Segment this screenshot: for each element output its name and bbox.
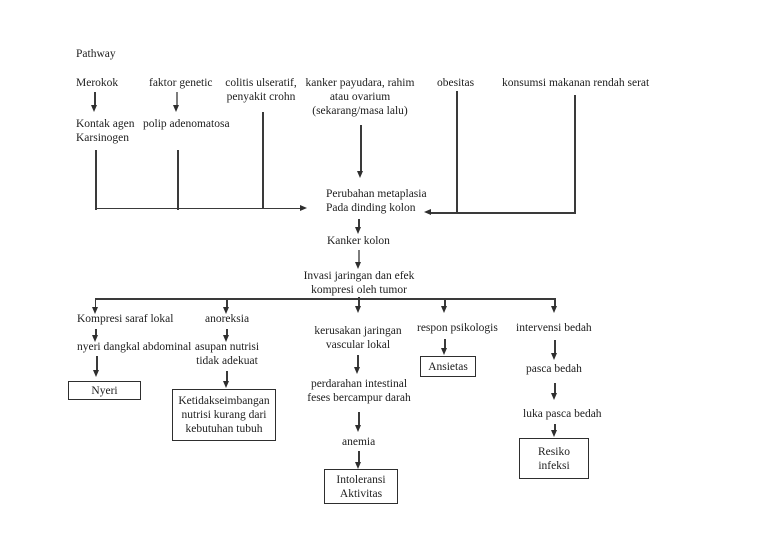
arrow-asupan-to-ketidakbox-line: [226, 371, 228, 382]
node-colitis-ulseratif: colitis ulseratif, penyakit crohn: [225, 77, 297, 103]
box-nyeri: Nyeri: [68, 381, 141, 400]
arrow-kompresi-to-nyeridangkal-head: [92, 335, 99, 342]
arrow-anemia-to-intoleransi-head: [355, 462, 362, 469]
arrow-metaplasia-to-kankerkolon-head: [355, 227, 362, 234]
node-kanker-kolon: Kanker kolon: [327, 235, 390, 247]
arrow-invasi-to-kerusakan-line: [358, 297, 360, 307]
arrow-rail-to-respon-line: [444, 299, 446, 307]
arrow-payudara-to-metaplasia-head: [357, 171, 364, 178]
node-obesitas: obesitas: [437, 77, 475, 89]
node-intervensi-bedah: intervensi bedah: [516, 322, 592, 334]
node-kerusakan-jaringan: kerusakan jaringan vascular lokal: [314, 325, 402, 351]
node-anemia: anemia: [342, 436, 376, 448]
node-anoreksia: anoreksia: [205, 313, 250, 325]
arrow-luka-to-resiko-line: [554, 424, 556, 431]
line-konsumsi-down: [574, 95, 576, 213]
arrow-pasca-to-luka-line: [554, 383, 556, 394]
arrow-metaplasia-to-kankerkolon-line: [358, 219, 360, 228]
arrow-invasi-to-kerusakan-head: [355, 306, 362, 313]
arrow-kerusakan-to-perdarahan-line: [357, 355, 359, 368]
arrow-left-collector-head: [300, 205, 307, 211]
arrow-kankerkolon-to-invasi-line: [358, 250, 360, 262]
arrow-perdarahan-to-anemia-line: [358, 412, 360, 426]
box-ketidakseimbangan-nutrisi: Ketidakseimbangan nutrisi kurang dari ke…: [172, 389, 276, 441]
node-kontak-agen-karsinogen: Kontak agen Karsinogen: [76, 118, 135, 144]
box-resiko-infeksi: Resiko infeksi: [519, 438, 589, 479]
arrow-perdarahan-to-anemia-head: [355, 425, 362, 432]
line-right-collector: [431, 212, 576, 214]
arrow-rail-to-kompresi-line: [94, 299, 97, 308]
line-kontak-down: [95, 150, 97, 210]
arrow-kerusakan-to-perdarahan-head: [354, 367, 361, 374]
arrow-rail-to-intervensi-head: [551, 306, 558, 313]
arrow-rail-to-anoreksia-head: [223, 307, 230, 314]
arrow-respon-to-ansietas-line: [444, 339, 446, 349]
node-polip-adenomatosa: polip adenomatosa: [143, 118, 230, 130]
arrow-payudara-to-metaplasia-line: [360, 125, 362, 171]
box-intoleransi-aktivitas: Intoleransi Aktivitas: [324, 469, 398, 504]
arrow-merokok-to-kontak-head: [91, 105, 98, 112]
arrow-asupan-to-ketidakbox-head: [223, 381, 230, 388]
arrow-intervensi-to-pasca-head: [551, 353, 558, 360]
node-kompresi-saraf-lokal: Kompresi saraf lokal: [77, 313, 174, 325]
line-colitis-down: [262, 112, 264, 209]
node-perubahan-metaplasia: Perubahan metaplasia Pada dinding kolon: [326, 188, 427, 214]
arrow-nyeridangkal-to-nyeribox-line: [96, 356, 98, 371]
arrow-faktor-to-polip-line: [176, 92, 178, 105]
node-luka-pasca-bedah: luka pasca bedah: [523, 408, 602, 420]
arrow-rail-to-anoreksia-line: [226, 299, 228, 308]
arrow-respon-to-ansietas-head: [441, 348, 448, 355]
arrow-luka-to-resiko-head: [551, 430, 558, 437]
arrow-rail-to-intervensi-line: [554, 299, 556, 307]
box-ansietas: Ansietas: [420, 356, 476, 377]
arrow-rail-to-kompresi-head: [92, 307, 98, 314]
node-nyeri-dangkal-abdominal: nyeri dangkal abdominal: [77, 341, 192, 353]
arrow-rail-to-respon-head: [441, 306, 448, 313]
line-left-collector: [95, 208, 301, 210]
node-konsumsi-makanan: konsumsi makanan rendah serat: [502, 77, 650, 89]
arrow-right-collector-head: [424, 209, 431, 216]
arrow-faktor-to-polip-head: [173, 105, 180, 112]
arrow-kompresi-to-nyeridangkal-line: [95, 329, 97, 336]
line-polip-down: [177, 150, 179, 210]
node-respon-psikologis: respon psikologis: [417, 322, 498, 334]
page-title: Pathway: [76, 48, 116, 60]
node-merokok: Merokok: [76, 77, 119, 89]
arrow-anemia-to-intoleransi-line: [358, 451, 360, 463]
arrow-nyeridangkal-to-nyeribox-head: [93, 370, 100, 377]
arrow-anoreksia-to-asupan-line: [226, 329, 228, 336]
line-obesitas-down: [456, 91, 458, 213]
node-perdarahan-intestinal: perdarahan intestinal feses bercampur da…: [307, 378, 411, 404]
node-kanker-payudara: kanker payudara, rahim atau ovarium (sek…: [305, 77, 415, 117]
node-asupan-nutrisi: asupan nutrisi tidak adekuat: [194, 341, 260, 367]
node-pasca-bedah: pasca bedah: [526, 363, 582, 375]
node-invasi-jaringan: Invasi jaringan dan efek kompresi oleh t…: [303, 270, 415, 296]
line-branch-rail: [95, 298, 556, 300]
arrow-merokok-to-kontak-line: [94, 92, 96, 105]
arrow-anoreksia-to-asupan-head: [223, 335, 230, 342]
arrow-kankerkolon-to-invasi-head: [355, 262, 362, 269]
node-faktor-genetic: faktor genetic: [149, 77, 213, 89]
arrow-pasca-to-luka-head: [551, 393, 558, 400]
arrow-intervensi-to-pasca-line: [554, 340, 556, 354]
